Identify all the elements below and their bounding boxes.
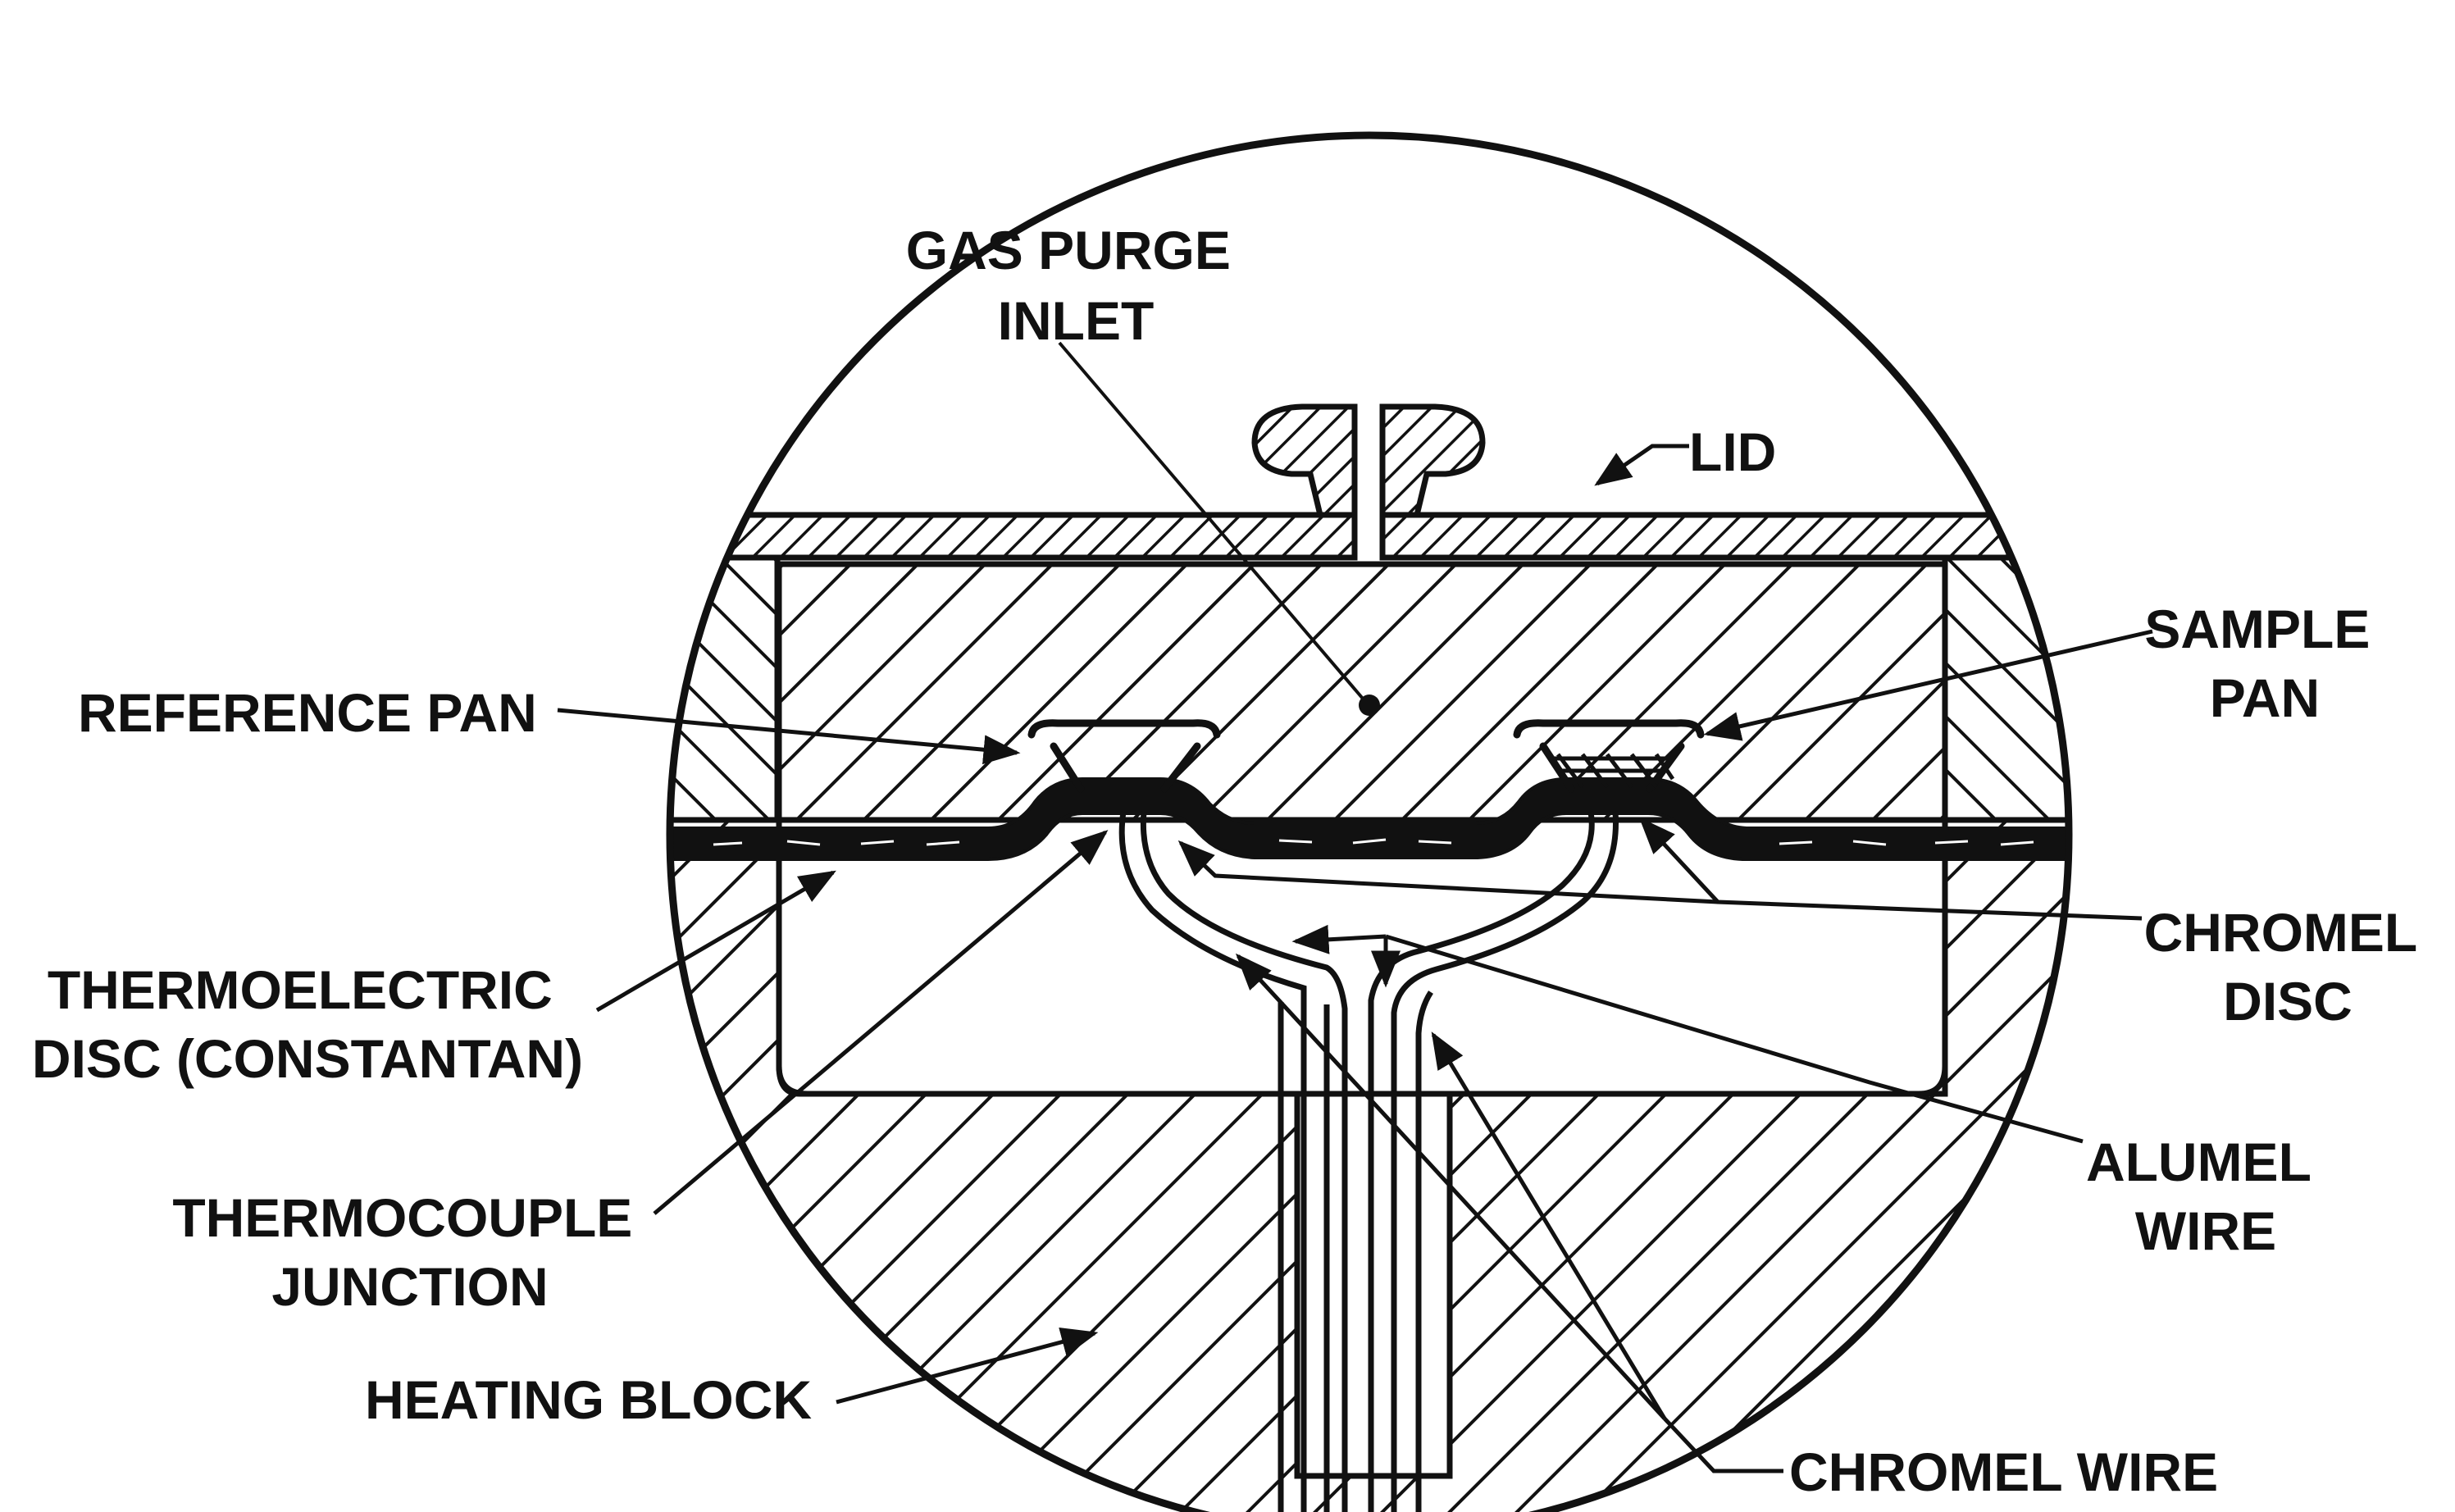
disc-speckles — [713, 838, 2034, 846]
lid-knob-left — [1251, 403, 1358, 518]
chromel-wire-leader — [1663, 1417, 1783, 1473]
heating-block-label: HEATING BLOCK — [365, 1369, 812, 1430]
sample-pan-label: SAMPLE PAN — [2144, 599, 2384, 728]
thermocouple-junction-label-line-1: THERMOCOUPLE — [172, 1187, 632, 1248]
chromel-wire-label: CHROMEL WIRE — [1789, 1441, 2218, 1502]
chromel-disc-label-line-2: DISC — [2223, 971, 2353, 1032]
alumel-wire-leader — [1385, 934, 2084, 1144]
lid-leader — [1594, 444, 1689, 486]
chromel-disc-reference — [1084, 789, 1158, 812]
thermoelectric-disc-label: THERMOELECTRIC DISC (CONSTANTAN) — [32, 959, 583, 1089]
thermocouple-junction-label-line-2: JUNCTION — [271, 1256, 548, 1317]
thermocouple-junction-leader — [653, 830, 1109, 1215]
chromel-disc-sample — [1574, 789, 1647, 812]
chromel-disc-label-line-1: CHROMEL — [2144, 902, 2416, 963]
sample-pan-label-line-1: SAMPLE — [2144, 599, 2370, 659]
alumel-wire-label-line-1: ALUMEL — [2086, 1132, 2311, 1192]
sample-pan-label-line-2: PAN — [2210, 667, 2320, 728]
chromel-wire-arrow-2 — [1431, 1032, 1667, 1420]
reference-pan — [1027, 719, 1221, 793]
gas-purge-inlet-label: GAS PURGE INLET — [906, 220, 1246, 351]
chromel-disc-leader-2 — [1177, 840, 1719, 904]
chromel-disc-label: CHROMEL DISC — [2144, 902, 2432, 1032]
thermoelectric-disc — [670, 777, 2069, 861]
gas-purge-inlet-point — [1359, 695, 1380, 716]
heating-block-leader — [836, 1328, 1099, 1405]
alumel-wire-label: ALUMEL WIRE — [2086, 1132, 2325, 1261]
thermoelectric-leader — [595, 870, 836, 1013]
thermocouple-junction-label: THERMOCOUPLE JUNCTION — [172, 1187, 647, 1317]
leader-lines — [557, 341, 2153, 1473]
heating-block — [670, 561, 2069, 1512]
reference-pan-label: REFERENCE PAN — [78, 682, 537, 743]
reference-pan-leader — [557, 708, 1021, 765]
thermoelectric-disc-label-line-1: THERMOELECTRIC — [48, 959, 553, 1020]
lid-label: LID — [1689, 421, 1776, 482]
alumel-wire-label-line-2: WIRE — [2135, 1200, 2276, 1261]
gas-purge-inlet-label-line-1: GAS PURGE — [906, 220, 1231, 280]
sample-pan-leader — [1703, 629, 2153, 741]
lid-plate — [670, 512, 2069, 561]
gas-purge-leader — [1058, 341, 1364, 700]
lid-knob-right — [1379, 403, 1486, 518]
magnifier-circle — [666, 131, 2073, 1512]
sample-material — [1550, 753, 1675, 789]
gas-purge-inlet-label-line-2: INLET — [998, 290, 1155, 351]
alumel-wire-arrow-2 — [1291, 924, 1387, 954]
chromel-wire-arrow-1 — [1235, 953, 1666, 1420]
thermoelectric-disc-label-line-2: DISC (CONSTANTAN) — [32, 1028, 583, 1089]
